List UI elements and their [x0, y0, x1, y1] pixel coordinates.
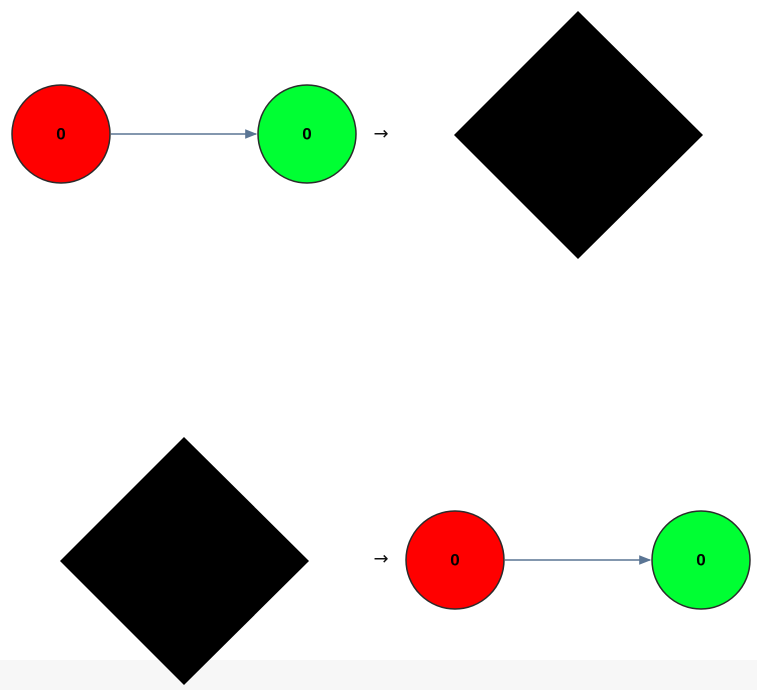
- row-2-target-label: 0: [696, 551, 705, 570]
- row-2-source-label: 0: [450, 551, 459, 570]
- row-2-source-node: 0: [405, 510, 505, 610]
- row-1-source-label: 0: [56, 125, 65, 144]
- row-1-source-circle: [11, 84, 111, 184]
- row-1-target-node: 0: [257, 84, 357, 184]
- row-1-source-node: 0: [11, 84, 111, 184]
- row-2: → 0 0: [60, 437, 751, 685]
- row-1-target-circle: [257, 84, 357, 184]
- row-2-diamond: [60, 437, 309, 685]
- row-1-transition-arrow: →: [373, 124, 388, 145]
- row-1: 0 0 →: [11, 11, 703, 259]
- row-2-source-circle: [405, 510, 505, 610]
- row-1-diamond: [454, 11, 703, 259]
- row-1-target-label: 0: [302, 125, 311, 144]
- row-2-target-circle: [651, 510, 751, 610]
- bottom-strip: [0, 660, 757, 690]
- row-2-target-node: 0: [651, 510, 751, 610]
- row-2-transition-arrow: →: [373, 549, 388, 570]
